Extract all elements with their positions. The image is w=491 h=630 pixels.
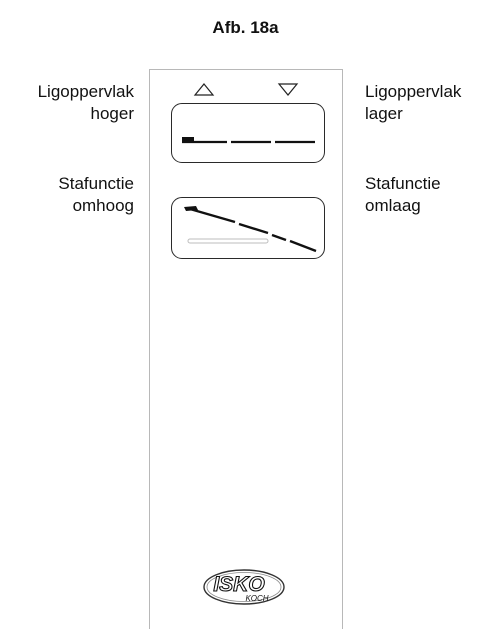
triangle-down-icon: [277, 83, 299, 96]
staff-function-button[interactable]: [171, 197, 325, 259]
label-stafunctie-omlaag: Stafunctie omlaag: [365, 173, 441, 217]
label-line: Stafunctie: [58, 174, 134, 193]
logo-sub-text: KOCH: [245, 594, 268, 603]
figure-title: Afb. 18a: [212, 18, 279, 37]
label-ligoppervlak-lager: Ligoppervlak lager: [365, 81, 461, 125]
label-line: lager: [365, 104, 403, 123]
label-line: omhoog: [72, 196, 134, 215]
isko-koch-logo: ISKO KOCH: [203, 569, 285, 605]
label-line: omlaag: [365, 196, 421, 215]
logo-brand-text: ISKO: [213, 573, 264, 596]
label-stafunctie-omhoog: Stafunctie omhoog: [0, 173, 134, 217]
label-line: Stafunctie: [365, 174, 441, 193]
lying-surface-icon: [182, 137, 315, 144]
label-line: hoger: [90, 104, 134, 123]
label-line: Ligoppervlak: [365, 82, 462, 101]
label-line: Ligoppervlak: [37, 82, 134, 101]
lying-surface-button[interactable]: [171, 103, 325, 163]
arrow-icons: [193, 83, 299, 96]
label-ligoppervlak-hoger: Ligoppervlak hoger: [0, 81, 134, 125]
staff-function-icon: [184, 206, 317, 253]
remote-control: ISKO KOCH: [149, 69, 343, 629]
triangle-up-icon: [193, 83, 215, 96]
